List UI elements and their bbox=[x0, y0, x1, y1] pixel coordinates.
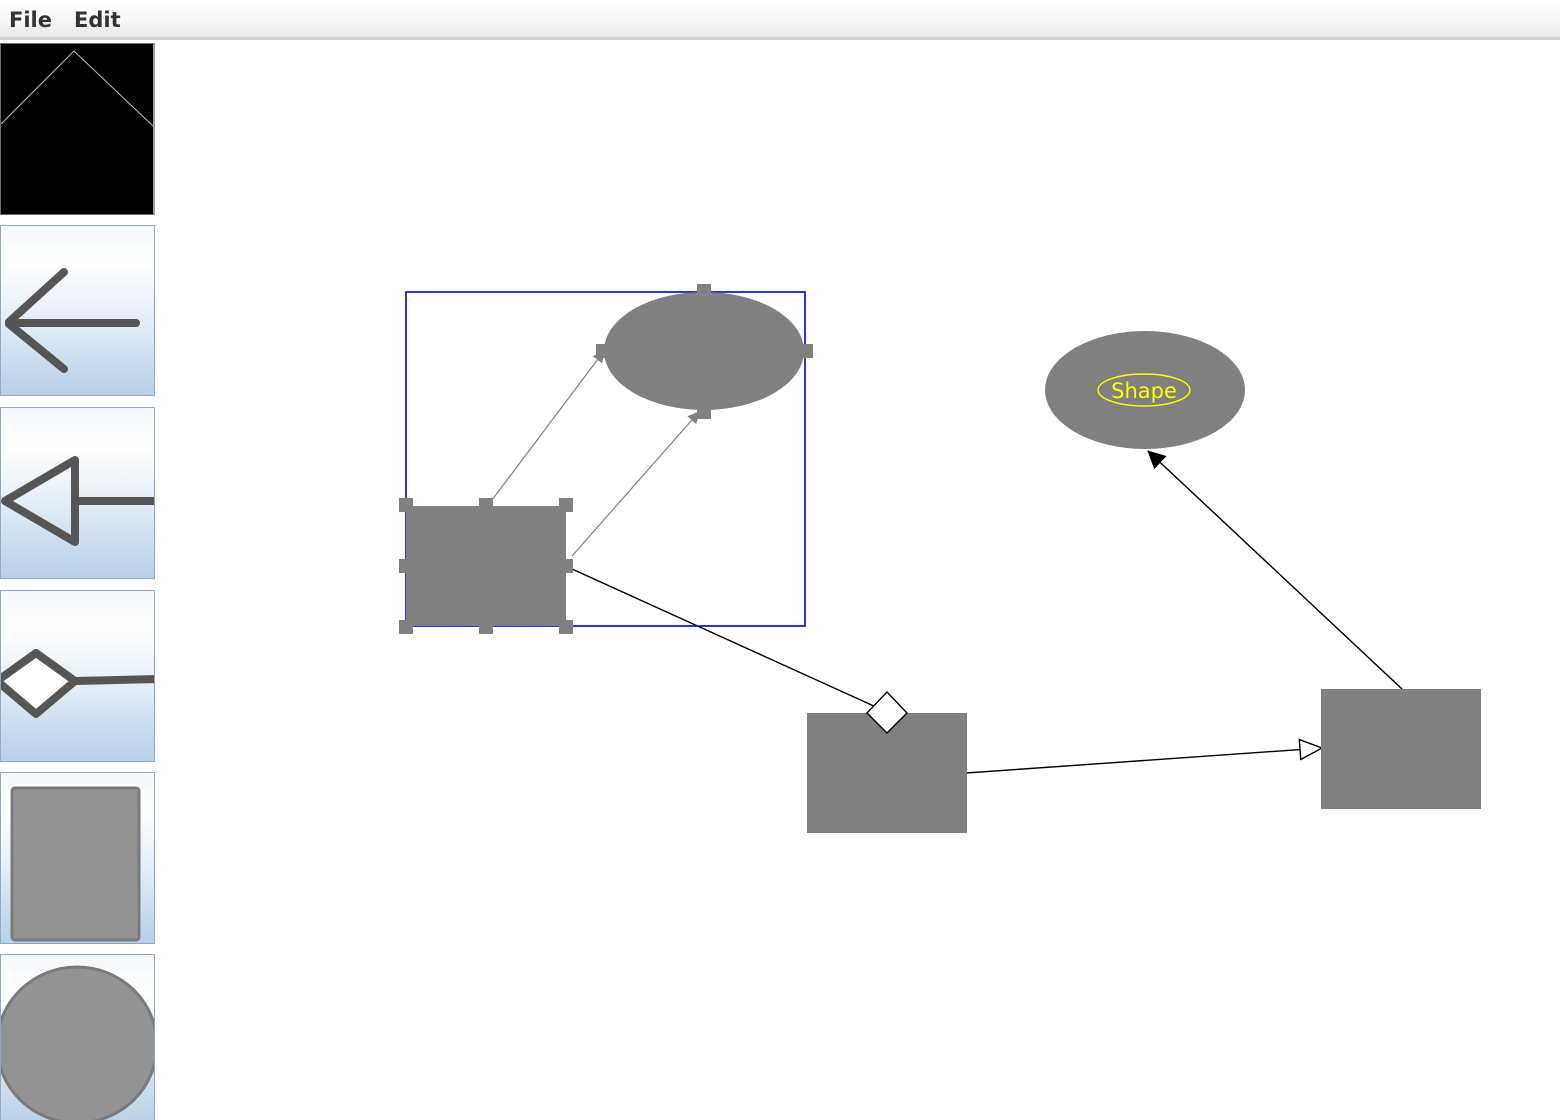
menu-bar: File Edit bbox=[0, 0, 1560, 40]
selected-dependency-connector[interactable] bbox=[571, 411, 700, 557]
triangle-arrow-icon bbox=[1, 456, 154, 546]
shape-label[interactable]: Shape bbox=[1111, 379, 1177, 403]
open-arrow-icon bbox=[5, 268, 140, 373]
rectangle-resize-handle[interactable] bbox=[479, 620, 493, 634]
ellipse-resize-handle[interactable] bbox=[697, 407, 711, 419]
select-icon bbox=[1, 50, 153, 127]
select-tool-button[interactable] bbox=[0, 43, 155, 215]
ellipse-resize-handle[interactable] bbox=[596, 344, 610, 358]
rectangle-shape[interactable] bbox=[406, 506, 566, 626]
rectangle-resize-handle[interactable] bbox=[399, 620, 413, 634]
ellipse-resize-handle[interactable] bbox=[697, 284, 711, 296]
ellipse-tool-button[interactable] bbox=[0, 954, 155, 1120]
rectangle-resize-handle[interactable] bbox=[559, 620, 573, 634]
edit-menu[interactable]: Edit bbox=[74, 8, 121, 32]
ellipse-resize-handle[interactable] bbox=[799, 344, 813, 358]
drawing-canvas[interactable]: Shape bbox=[156, 43, 1560, 1120]
dependency-arrow-tool-button[interactable] bbox=[0, 225, 155, 396]
rectangle-resize-handle[interactable] bbox=[559, 498, 573, 512]
ellipse-shape[interactable] bbox=[604, 292, 804, 410]
rectangle-resize-handle[interactable] bbox=[479, 498, 493, 512]
file-menu[interactable]: File bbox=[9, 8, 52, 32]
selected-dependency-connector[interactable] bbox=[491, 350, 605, 501]
labeled-ellipse-shape[interactable] bbox=[1045, 331, 1245, 449]
rectangle-tool-button[interactable] bbox=[0, 772, 155, 944]
selection-box bbox=[405, 291, 806, 627]
rectangle-resize-handle[interactable] bbox=[559, 559, 573, 573]
aggregation-tool-button[interactable] bbox=[0, 590, 155, 762]
ellipse-icon bbox=[1, 965, 154, 1120]
generalization-arrow-tool-button[interactable] bbox=[0, 407, 155, 579]
rectangle-shape[interactable] bbox=[1321, 689, 1481, 809]
aggregation-diamond bbox=[866, 690, 908, 734]
aggregation-connector[interactable] bbox=[571, 568, 877, 708]
rectangle-resize-handle[interactable] bbox=[399, 559, 413, 573]
tool-palette bbox=[0, 43, 156, 1120]
diagram-svg: Shape bbox=[399, 284, 1481, 833]
label-outline bbox=[1097, 373, 1191, 407]
generalization-connector[interactable] bbox=[965, 748, 1322, 774]
dependency-connector[interactable] bbox=[1147, 450, 1403, 690]
rectangle-icon bbox=[10, 786, 141, 942]
rectangle-resize-handle[interactable] bbox=[399, 498, 413, 512]
diamond-connector-icon bbox=[1, 649, 154, 718]
